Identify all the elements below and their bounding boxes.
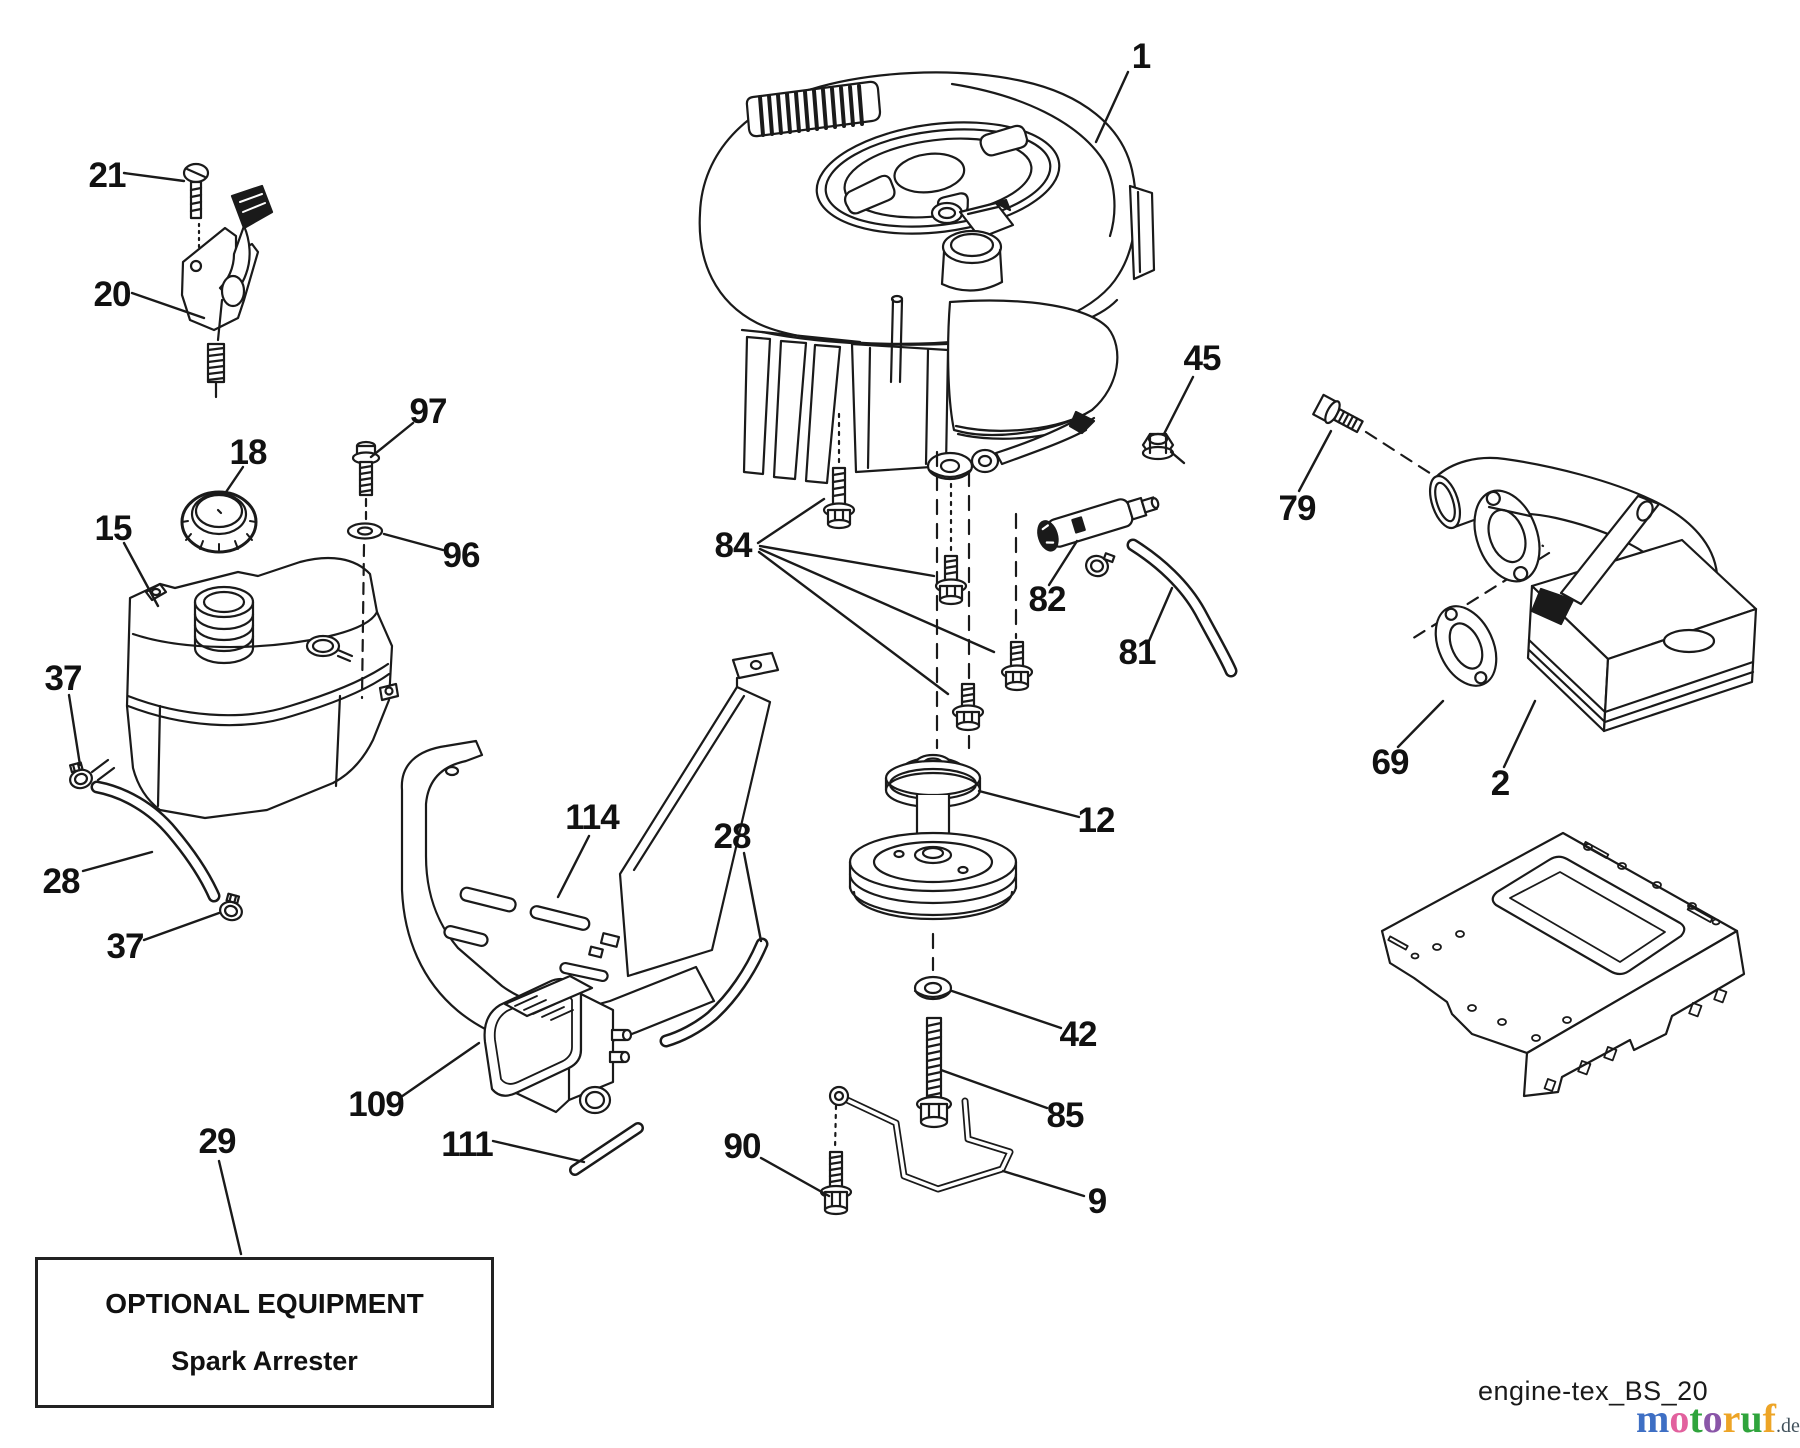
engine-drawing [698,71,1156,485]
exhaust-gasket [1434,605,1498,687]
fuel-cap-drawing [180,490,258,554]
muffler-drawing [1312,393,1758,733]
watermark-letter: t [1689,1396,1703,1441]
watermark-letter: r [1722,1396,1741,1441]
engine-bolts-drawing [822,466,1034,732]
washer-42-drawing [913,975,953,1001]
wire-link-drawing [828,1085,1014,1193]
diagram-code-text: engine-tex_BS_20 [1478,1376,1709,1406]
engine-plate-drawing [1380,831,1746,1098]
exhaust-flange [1473,489,1541,583]
watermark-letter: o [1669,1396,1690,1441]
optional-equipment-box: OPTIONAL EQUIPMENT Spark Arrester [35,1257,494,1408]
watermark-letter: u [1740,1396,1763,1441]
fuel-hose-right-drawing [659,937,769,1048]
canister-hose-drawing [569,1122,644,1176]
bolt-axis-dotted-lines [833,412,953,1152]
fuel-filter-drawing [1037,496,1160,578]
hose-clamp-b [219,892,243,922]
motoruf-logo-suffix: .de [1776,1415,1800,1437]
tank-screw-washer [346,440,384,700]
watermark-letter: o [1702,1396,1723,1441]
optional-equipment-title: OPTIONAL EQUIPMENT [105,1288,424,1319]
fuel-tank-drawing [68,440,400,922]
fuel-hose-81-drawing [1126,538,1238,678]
muffler-bolt [1312,393,1364,434]
motoruf-logo-word: motoruf [1636,1396,1776,1441]
optional-equipment-subtitle: Spark Arrester [171,1346,358,1376]
watermark-letter: f [1762,1396,1776,1441]
oil-fill-tube [940,229,1004,292]
leader-lines [67,70,1537,1256]
canister-drawing [483,974,633,1115]
heat-shield-drawing [400,651,780,1049]
hose-clamp-a [68,761,93,790]
motoruf-logo: motoruf.de [1636,1399,1800,1439]
bolt-85-drawing [915,1016,953,1129]
watermark-letter: m [1636,1396,1670,1441]
screw-90-drawing [819,1150,853,1216]
throttle-control-drawing [180,162,274,399]
pulley-drawing [848,753,1018,921]
recoil-grille [745,80,882,138]
flange-nut-drawing [1141,432,1175,461]
